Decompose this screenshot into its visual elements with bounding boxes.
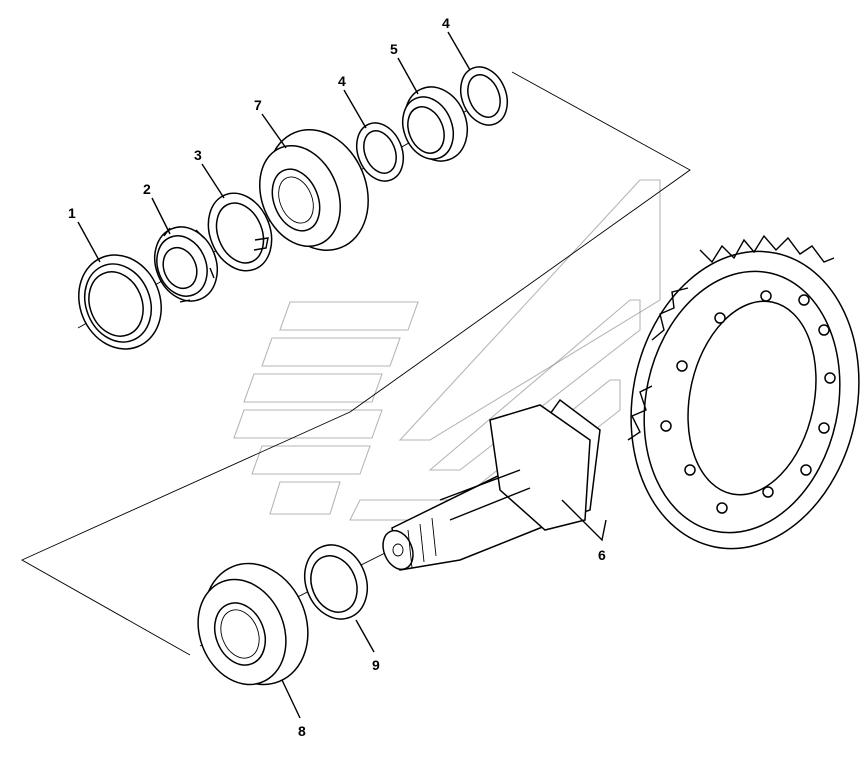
- part-8-lower-bearing: [197, 562, 309, 686]
- callout-7: 7: [254, 97, 262, 113]
- part-4-ring-a: [355, 122, 405, 182]
- ring-gear-bolt-holes: [660, 290, 836, 514]
- callout-labels: 1 2 3 7 4 5 4 6 8 9: [68, 15, 606, 739]
- part-4-ring-b: [459, 66, 509, 126]
- part-1-seal: [78, 254, 162, 350]
- callout-5: 5: [390, 41, 398, 57]
- part-3-washer: [207, 192, 273, 272]
- part-7-bearing: [258, 129, 369, 251]
- callout-9: 9: [372, 657, 380, 673]
- part-5-cup: [401, 86, 468, 162]
- callout-4-b: 4: [442, 15, 450, 31]
- part-2-nut: [154, 226, 218, 303]
- callout-3: 3: [194, 147, 202, 163]
- assembly-frame: [21, 71, 691, 656]
- callout-6: 6: [598, 547, 606, 563]
- callout-1: 1: [68, 205, 76, 221]
- part-6-pinion-shaft: [382, 398, 601, 571]
- part-9-shim: [304, 544, 368, 620]
- callout-2: 2: [143, 181, 151, 197]
- leader-lines: [77, 31, 607, 719]
- part-6-ring-gear: [627, 234, 860, 550]
- callout-8: 8: [298, 723, 306, 739]
- callout-4-a: 4: [338, 73, 346, 89]
